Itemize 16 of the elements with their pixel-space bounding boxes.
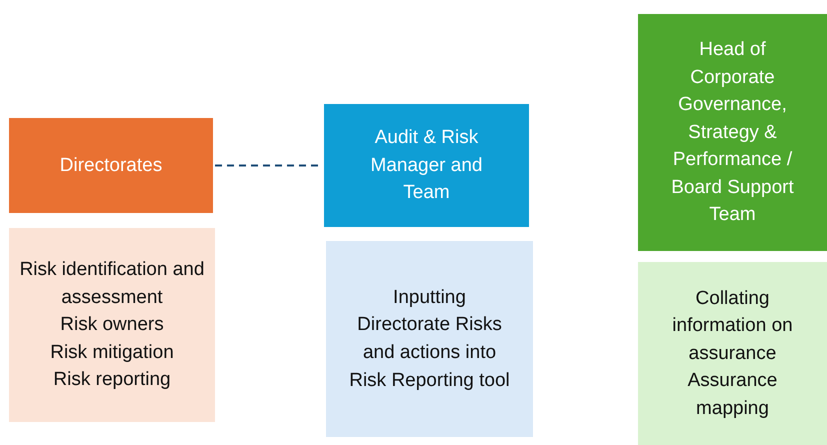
box-text: Risk mitigation xyxy=(50,340,174,365)
role-box xyxy=(9,118,213,213)
box-text: Collating information on assurance xyxy=(671,286,794,366)
activity-box xyxy=(9,228,215,422)
box-text: Audit & Risk Manager and Team xyxy=(370,126,484,206)
box-text: Risk identification and assessment xyxy=(18,258,206,310)
box-text: Head of Corporate Governance, Strategy & Performance / Board Support Team xyxy=(670,38,795,228)
role-box xyxy=(638,14,827,251)
box-text: Risk reporting xyxy=(53,368,171,392)
activity-box xyxy=(326,241,533,437)
box-text: Risk owners xyxy=(60,313,164,338)
role-box xyxy=(324,104,529,227)
activity-box xyxy=(638,262,827,445)
box-text: Inputting Directorate Risks and actions into Risk Reporting tool xyxy=(348,286,511,393)
box-text: Assurance mapping xyxy=(686,369,778,421)
box-text: Directorates xyxy=(60,154,162,178)
